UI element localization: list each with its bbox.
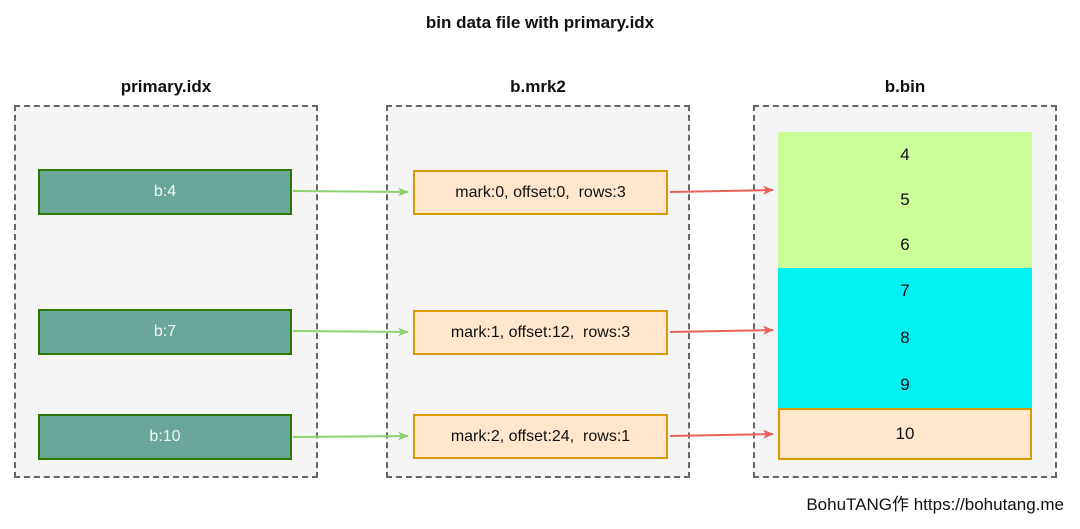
bin-block-granule-2: 10	[778, 408, 1032, 460]
bin-row-value: 5	[900, 189, 910, 209]
mark-entry: mark:1, offset:12, rows:3	[413, 310, 668, 355]
bin-row-value: 4	[900, 144, 910, 164]
bin-row-value: 9	[900, 374, 910, 394]
bin-row-value: 7	[900, 281, 910, 301]
mark-entry: mark:0, offset:0, rows:3	[413, 170, 668, 215]
column-label-primary-idx: primary.idx	[120, 77, 212, 96]
diagram-title: bin data file with primary.idx	[425, 13, 655, 32]
primary-idx-entry: b:10	[38, 414, 292, 460]
column-label-mrk2: b.mrk2	[510, 77, 566, 96]
mark-entry: mark:2, offset:24, rows:1	[413, 414, 668, 459]
column-label-bin: b.bin	[884, 77, 926, 96]
bin-block-granule-1: 7 8 9	[778, 268, 1032, 408]
author-watermark: BohuTANG作 https://bohutang.me	[806, 495, 1064, 514]
bin-row-value: 8	[900, 328, 910, 347]
bin-row-value: 6	[900, 235, 910, 255]
primary-idx-entry: b:7	[38, 309, 292, 355]
bin-block-granule-0: 4 5 6	[778, 132, 1032, 268]
bin-row-value: 10	[895, 424, 915, 443]
primary-idx-entry: b:4	[38, 169, 292, 215]
